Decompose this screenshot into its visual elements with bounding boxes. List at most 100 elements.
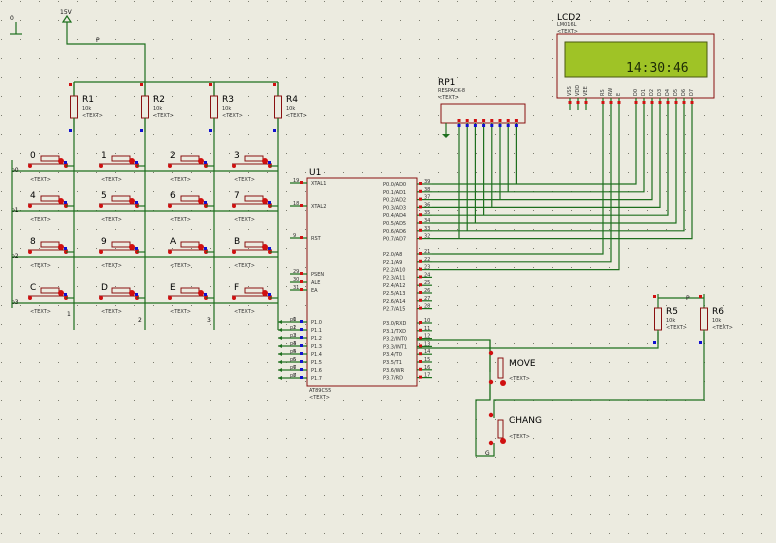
key-plunger <box>111 287 131 294</box>
pin-marker <box>498 124 502 127</box>
pin-marker <box>300 368 303 371</box>
mcu-pin-number: 12 <box>424 334 430 340</box>
mcu-pin-number: 15 <box>424 357 430 363</box>
pin-marker <box>609 101 613 104</box>
keypad-key[interactable]: 9<TEXT> <box>99 237 145 269</box>
net-arrow <box>278 368 282 372</box>
key-terminal <box>28 164 32 168</box>
chang-button[interactable]: CHANG <TEXT> G <box>485 412 542 457</box>
pin-marker <box>568 101 572 104</box>
mcu-pin-name: P1.5 <box>311 360 322 366</box>
mcu-pin-number: 8 <box>293 373 296 379</box>
pin-marker <box>419 221 422 224</box>
lcd-module[interactable]: 14:30:46 LCD2 LM016L <TEXT> <box>556 13 715 99</box>
data-bus-line <box>432 110 645 193</box>
resistor-ref: R6 <box>712 307 724 317</box>
keypad-key[interactable]: 6<TEXT> <box>168 191 214 223</box>
key-indicator <box>129 290 135 296</box>
lcd-pin-name: D7 <box>689 89 695 96</box>
resistor-ref: R2 <box>153 95 165 105</box>
mcu-data-bus <box>432 110 693 271</box>
mcu-pin-number: 3 <box>293 333 296 339</box>
key-label: 4 <box>30 191 36 201</box>
keypad-key[interactable]: 5<TEXT> <box>99 191 145 223</box>
net-label: p3 <box>290 341 296 347</box>
net-arrow <box>278 344 282 348</box>
pin-marker <box>419 367 422 371</box>
key-indicator <box>58 158 64 164</box>
pin-marker <box>514 124 518 127</box>
pin-marker <box>268 247 271 250</box>
mcu-pin-number: 17 <box>424 373 430 379</box>
data-bus-line <box>432 110 677 224</box>
keypad-matrix: 0<TEXT>1<TEXT>2<TEXT>3<TEXT>4<TEXT>5<TEX… <box>11 151 278 315</box>
pin-marker <box>419 360 422 363</box>
pin-marker <box>419 236 422 240</box>
key-indicator <box>262 244 268 250</box>
rpack-value: RESPACK-8 <box>438 88 465 94</box>
keypad-key[interactable]: F<TEXT> <box>232 283 278 315</box>
mcu-pin-number: 2 <box>293 325 296 331</box>
mcu-pin-name: P2.7/A15 <box>383 307 405 313</box>
keypad-key[interactable]: 8<TEXT> <box>28 237 74 269</box>
pin-marker <box>419 182 422 185</box>
keypad-key[interactable]: 0<TEXT> <box>28 151 74 183</box>
pin-marker <box>300 272 303 275</box>
keypad-key[interactable]: 1<TEXT> <box>99 151 145 183</box>
key-terminal <box>99 296 103 300</box>
pin-marker <box>140 129 143 132</box>
key-plunger <box>40 287 60 294</box>
keypad-key[interactable]: D<TEXT> <box>99 283 145 315</box>
key-text: <TEXT> <box>30 263 51 269</box>
resistor-ref: R5 <box>666 307 678 317</box>
pin-marker <box>419 321 422 324</box>
keypad-key[interactable]: A<TEXT> <box>168 237 214 269</box>
net-label: p6 <box>290 365 296 371</box>
key-text: <TEXT> <box>234 309 255 315</box>
resistor-text: <TEXT> <box>712 325 733 331</box>
key-indicator <box>262 158 268 164</box>
key-terminal <box>99 250 103 254</box>
key-plunger <box>111 195 131 202</box>
keypad-key[interactable]: 7<TEXT> <box>232 191 278 223</box>
pin-marker <box>300 280 303 283</box>
net-label: p4 <box>290 349 296 355</box>
mcu-pin-name: P0.1/AD1 <box>383 190 406 196</box>
rpack-ref: RP1 <box>438 78 455 88</box>
pin-marker <box>268 201 271 204</box>
mcu-pin-name: P3.0/RXD <box>383 321 407 327</box>
resistor-ref: R4 <box>286 95 298 105</box>
mcu-pin-name: XTAL2 <box>311 204 326 210</box>
keypad-key[interactable]: 2<TEXT> <box>168 151 214 183</box>
move-text: <TEXT> <box>509 376 530 382</box>
keypad-key[interactable]: E<TEXT> <box>168 283 214 315</box>
microcontroller[interactable]: U1 AT89C55 <TEXT> <box>306 168 418 401</box>
resistor-text: <TEXT> <box>666 325 687 331</box>
resistor-text: <TEXT> <box>153 113 174 119</box>
keypad-key[interactable]: B<TEXT> <box>232 237 278 269</box>
keypad-key[interactable]: C<TEXT> <box>28 283 74 315</box>
lcd-pin-name: D3 <box>657 89 663 96</box>
pin-marker <box>419 298 422 302</box>
mcu-pin-name: P3.1/TXD <box>383 329 406 335</box>
key-label: 9 <box>101 237 107 247</box>
resistor-value: 10k <box>712 318 721 324</box>
data-bus-line <box>432 110 653 201</box>
pin-marker <box>419 275 422 279</box>
pin-marker <box>419 283 422 287</box>
pin-marker <box>300 360 303 363</box>
move-button[interactable]: MOVE <TEXT> <box>488 350 536 386</box>
key-text: <TEXT> <box>234 263 255 269</box>
keypad-key[interactable]: 4<TEXT> <box>28 191 74 223</box>
keypad-key[interactable]: 3<TEXT> <box>232 151 278 183</box>
ground-label-g: G <box>485 450 490 457</box>
mcu-right-pins: 39P0.0/AD038P0.1/AD137P0.2/AD236P0.3/AD3… <box>383 179 432 382</box>
pin-marker <box>204 161 207 164</box>
